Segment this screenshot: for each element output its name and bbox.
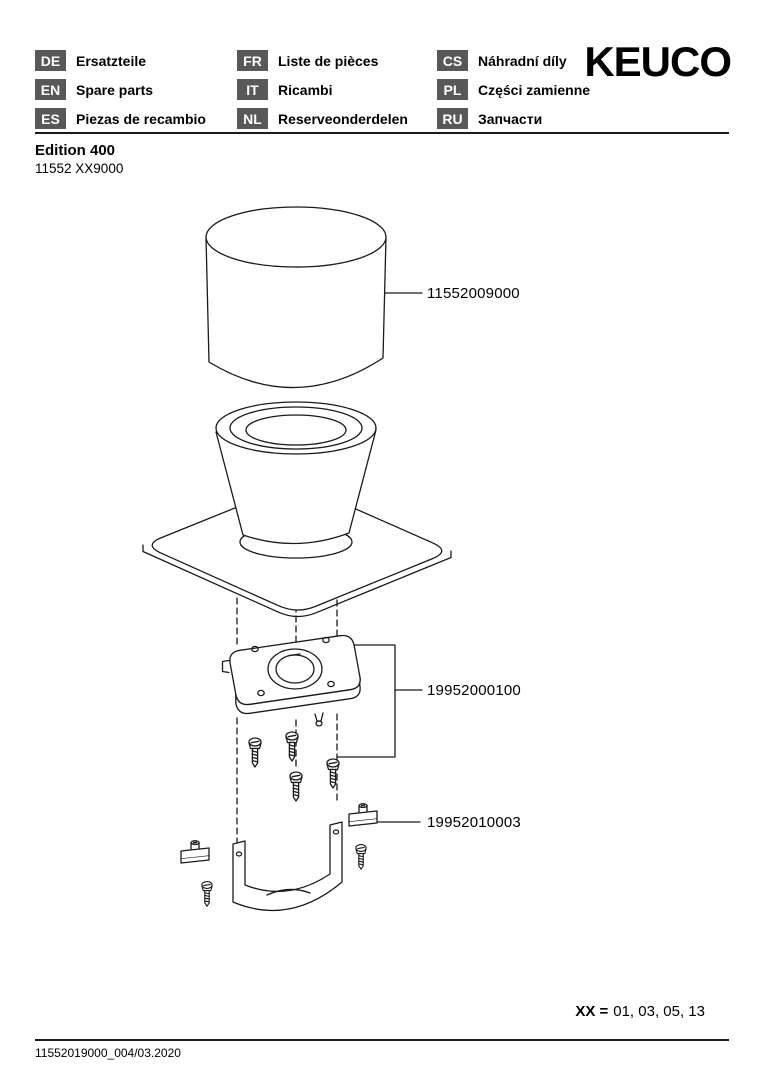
lang-label-ru: Запчасти	[478, 110, 543, 127]
variant-prefix: XX =	[575, 1003, 609, 1020]
lang-badge-pl: PL	[437, 79, 468, 100]
mounting-bracket-drawing	[221, 634, 361, 727]
lang-item-es: ES Piezas de recambio	[35, 104, 237, 133]
holder-insert-drawing	[215, 401, 377, 545]
lang-label-de: Ersatzteile	[76, 52, 147, 69]
product-model-number: 11552 XX9000	[35, 161, 124, 176]
clamp-bracket-drawing	[180, 803, 378, 912]
lang-item-pl: PL Części zamienne	[437, 75, 667, 104]
lang-item-fr: FR Liste de pièces	[237, 46, 437, 75]
part-number-label-tumbler: 11552009000	[427, 285, 520, 302]
wall-plate-drawing	[142, 486, 452, 618]
lang-badge-de: DE	[35, 50, 66, 71]
lang-item-nl: NL Reserveonderdelen	[237, 104, 437, 133]
variant-codes: XX =01, 03, 05, 13	[575, 1003, 705, 1020]
lang-label-cs: Náhradní díly	[478, 52, 567, 69]
lang-label-pl: Części zamienne	[478, 81, 591, 98]
header-divider	[35, 132, 729, 134]
lang-item-ru: RU Запчасти	[437, 104, 667, 133]
lang-item-en: EN Spare parts	[35, 75, 237, 104]
lang-badge-nl: NL	[237, 108, 268, 129]
leader-lines	[336, 292, 423, 823]
lang-item-it: IT Ricambi	[237, 75, 437, 104]
lang-label-it: Ricambi	[278, 81, 333, 98]
header: DE Ersatzteile EN Spare parts ES Piezas …	[35, 46, 667, 133]
lang-label-nl: Reserveonderdelen	[278, 110, 408, 127]
lang-badge-ru: RU	[437, 108, 468, 129]
lang-badge-fr: FR	[237, 50, 268, 71]
keuco-logo: KEUCO	[584, 38, 732, 85]
product-series: Edition 400	[35, 142, 116, 159]
lang-item-de: DE Ersatzteile	[35, 46, 237, 75]
tumbler-drawing	[205, 206, 387, 389]
lang-item-cs: CS Náhradní díly	[437, 46, 667, 75]
lang-badge-en: EN	[35, 79, 66, 100]
lang-label-es: Piezas de recambio	[76, 110, 206, 127]
screws-drawing	[248, 731, 340, 802]
lang-badge-cs: CS	[437, 50, 468, 71]
lang-label-fr: Liste de pièces	[278, 52, 379, 69]
lang-badge-es: ES	[35, 108, 66, 129]
document-id: 11552019000_004/03.2020	[35, 1046, 181, 1060]
lang-badge-it: IT	[237, 79, 268, 100]
variant-code-list: 01, 03, 05, 13	[613, 1003, 705, 1020]
lang-label-en: Spare parts	[76, 81, 154, 98]
language-grid: DE Ersatzteile EN Spare parts ES Piezas …	[35, 46, 667, 133]
part-number-label-clamp-set: 19952010003	[427, 814, 521, 831]
projection-dashed-lines	[236, 597, 338, 846]
footer-divider	[35, 1039, 729, 1041]
exploded-diagram	[142, 206, 452, 912]
part-number-label-bracket: 19952000100	[427, 682, 521, 699]
